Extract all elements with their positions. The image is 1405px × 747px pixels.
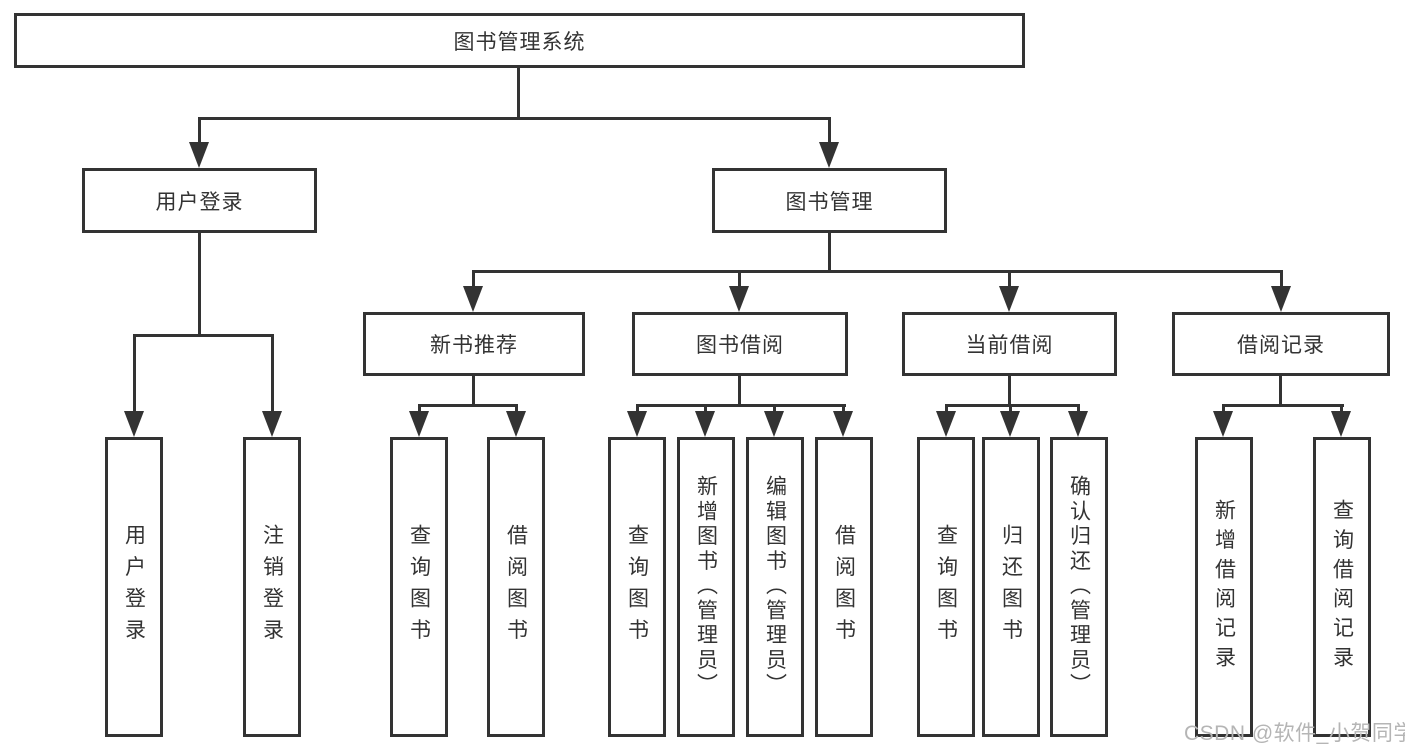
node-book-borrowing-label: 图书借阅 (696, 334, 784, 357)
connector-line (773, 404, 776, 414)
connector-line (1340, 404, 1343, 414)
node-new-book-recommend: 新书推荐 (363, 312, 585, 376)
connector-line (828, 117, 831, 145)
connector-line (1077, 404, 1080, 414)
connector-line (198, 117, 201, 145)
node-book-borrowing: 图书借阅 (632, 312, 848, 376)
leaf-borrow-books-recommend-label: 借阅图书 (504, 524, 528, 650)
connector-line (418, 404, 518, 407)
node-borrowing-records: 借阅记录 (1172, 312, 1390, 376)
leaf-borrow-books-borrowing-label: 借阅图书 (832, 524, 856, 650)
node-current-borrowing-label: 当前借阅 (965, 334, 1054, 357)
node-current-borrowing: 当前借阅 (902, 312, 1117, 376)
connector-arrow (1068, 411, 1088, 437)
leaf-confirm-return-admin: 确认归还（管理员） (1050, 437, 1108, 737)
connector-arrow (1000, 411, 1020, 437)
leaf-query-books-recommend: 查询图书 (390, 437, 448, 737)
leaf-confirm-return-admin-label: 确认归还（管理员） (1067, 475, 1091, 699)
leaf-query-books-borrowing: 查询图书 (608, 437, 666, 737)
connector-line (945, 404, 1080, 407)
connector-line (738, 270, 741, 288)
leaf-add-books-admin: 新增图书（管理员） (677, 437, 735, 737)
node-book-management-label: 图书管理 (785, 190, 874, 214)
leaf-add-borrow-record-label: 新增借阅记录 (1212, 498, 1236, 676)
connector-line (198, 233, 201, 337)
leaf-query-books-borrowing-label: 查询图书 (625, 524, 649, 650)
node-new-book-recommend-label: 新书推荐 (430, 334, 518, 357)
leaf-query-books-current-label: 查询图书 (934, 524, 958, 650)
leaf-borrow-books-recommend: 借阅图书 (487, 437, 545, 737)
connector-arrow (819, 142, 839, 168)
connector-line (515, 404, 518, 414)
leaf-edit-books-admin: 编辑图书（管理员） (746, 437, 804, 737)
connector-line (472, 270, 1283, 273)
leaf-user-login-label: 用户登录 (122, 524, 146, 650)
node-user-login-label: 用户登录 (155, 190, 244, 214)
connector-line (133, 334, 136, 413)
leaf-return-books: 归还图书 (982, 437, 1040, 737)
connector-arrow (262, 411, 282, 437)
leaf-add-books-admin-label: 新增图书（管理员） (694, 475, 718, 699)
leaf-add-borrow-record: 新增借阅记录 (1195, 437, 1253, 737)
connector-line (738, 376, 741, 406)
connector-line (1008, 270, 1011, 288)
leaf-borrow-books-borrowing: 借阅图书 (815, 437, 873, 737)
leaf-logout-label: 注销登录 (260, 524, 284, 650)
connector-arrow (189, 142, 209, 168)
connector-arrow (695, 411, 715, 437)
node-book-management: 图书管理 (712, 168, 947, 233)
connector-line (1280, 270, 1283, 288)
connector-line (1222, 404, 1225, 414)
connector-line (472, 270, 475, 288)
connector-arrow (1271, 286, 1291, 312)
leaf-edit-books-admin-label: 编辑图书（管理员） (763, 475, 787, 699)
connector-line (517, 68, 520, 119)
connector-line (472, 376, 475, 406)
connector-line (418, 404, 421, 414)
connector-arrow (409, 411, 429, 437)
leaf-user-login: 用户登录 (105, 437, 163, 737)
node-library-system: 图书管理系统 (14, 13, 1025, 68)
leaf-query-borrow-record: 查询借阅记录 (1313, 437, 1371, 737)
connector-arrow (463, 286, 483, 312)
connector-arrow (729, 286, 749, 312)
connector-line (945, 404, 948, 414)
leaf-query-books-current: 查询图书 (917, 437, 975, 737)
connector-arrow (936, 411, 956, 437)
csdn-watermark: CSDN @软件_小贺同学 (1184, 722, 1405, 745)
connector-line (133, 334, 274, 337)
connector-line (271, 334, 274, 413)
connector-line (704, 404, 707, 414)
connector-line (1008, 376, 1011, 406)
leaf-query-books-recommend-label: 查询图书 (407, 524, 431, 650)
connector-arrow (1213, 411, 1233, 437)
connector-arrow (124, 411, 144, 437)
connector-arrow (764, 411, 784, 437)
leaf-query-borrow-record-label: 查询借阅记录 (1330, 498, 1354, 676)
connector-line (842, 404, 845, 414)
connector-line (828, 233, 831, 272)
node-user-login: 用户登录 (82, 168, 317, 233)
connector-line (1222, 404, 1344, 407)
connector-line (636, 404, 639, 414)
connector-line (1279, 376, 1282, 406)
connector-arrow (1331, 411, 1351, 437)
node-library-system-label: 图书管理系统 (453, 30, 586, 54)
connector-arrow (833, 411, 853, 437)
connector-arrow (506, 411, 526, 437)
leaf-return-books-label: 归还图书 (999, 524, 1023, 650)
connector-line (1009, 404, 1012, 414)
connector-arrow (627, 411, 647, 437)
connector-arrow (999, 286, 1019, 312)
connector-line (636, 404, 846, 407)
connector-line (198, 117, 831, 120)
leaf-logout: 注销登录 (243, 437, 301, 737)
node-borrowing-records-label: 借阅记录 (1237, 334, 1325, 357)
